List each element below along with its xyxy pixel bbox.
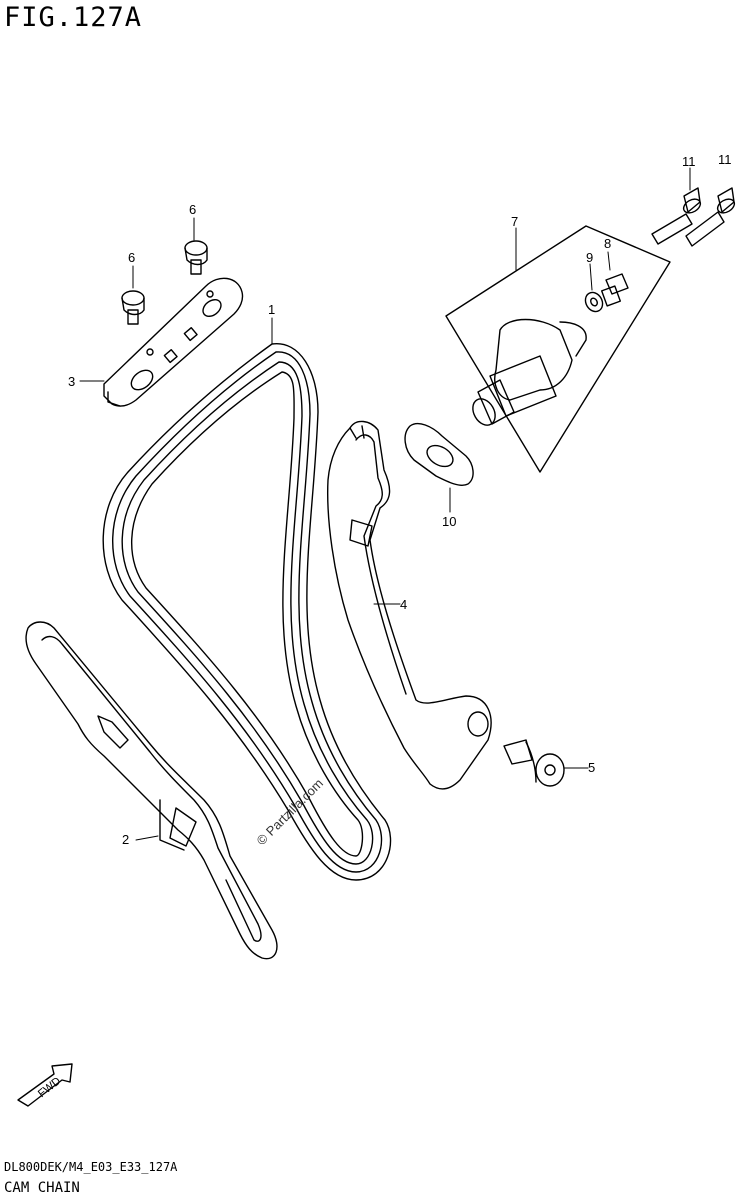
callout-3: 3 — [68, 374, 75, 389]
tensioner-guide-no4[interactable] — [327, 420, 492, 790]
figure-name: CAM CHAIN — [4, 1180, 80, 1196]
leader-lines — [79, 167, 691, 841]
plug-bolt-no8[interactable] — [600, 273, 629, 307]
bolt-no6-left[interactable] — [121, 290, 145, 325]
callout-4: 4 — [400, 597, 407, 612]
callout-10: 10 — [442, 514, 456, 529]
watermark: © Partzilla.com — [254, 776, 327, 849]
gasket-no10[interactable] — [404, 422, 474, 486]
callout-11-right: 11 — [718, 152, 732, 167]
callout-8: 8 — [604, 236, 611, 251]
bolt-no11-right[interactable] — [685, 187, 737, 247]
callout-6-right: 6 — [189, 202, 196, 217]
callout-5: 5 — [588, 760, 595, 775]
fwd-arrow: FWD — [17, 1063, 73, 1107]
callout-labels: 1 2 3 4 5 6 6 7 8 9 10 11 11 — [68, 152, 732, 847]
guide-plate-no3[interactable] — [103, 277, 244, 407]
bolt-no11-left[interactable] — [651, 187, 703, 245]
chain-guide-no2[interactable] — [25, 621, 278, 960]
callout-7: 7 — [511, 214, 518, 229]
callout-1: 1 — [268, 302, 275, 317]
figure-code: DL800DEK/M4_E03_E33_127A — [4, 1160, 178, 1174]
callout-6-left: 6 — [128, 250, 135, 265]
callout-9: 9 — [586, 250, 593, 265]
guide-bolt-no5[interactable] — [503, 739, 565, 787]
tensioner-assembly-no7[interactable] — [445, 225, 671, 473]
callout-11-left: 11 — [682, 154, 696, 169]
callout-2: 2 — [122, 832, 129, 847]
gasket-no9[interactable] — [582, 289, 606, 314]
figure-title: FIG.127A — [4, 2, 143, 33]
cam-chain[interactable] — [102, 343, 392, 881]
bolt-no6-right[interactable] — [184, 240, 208, 275]
